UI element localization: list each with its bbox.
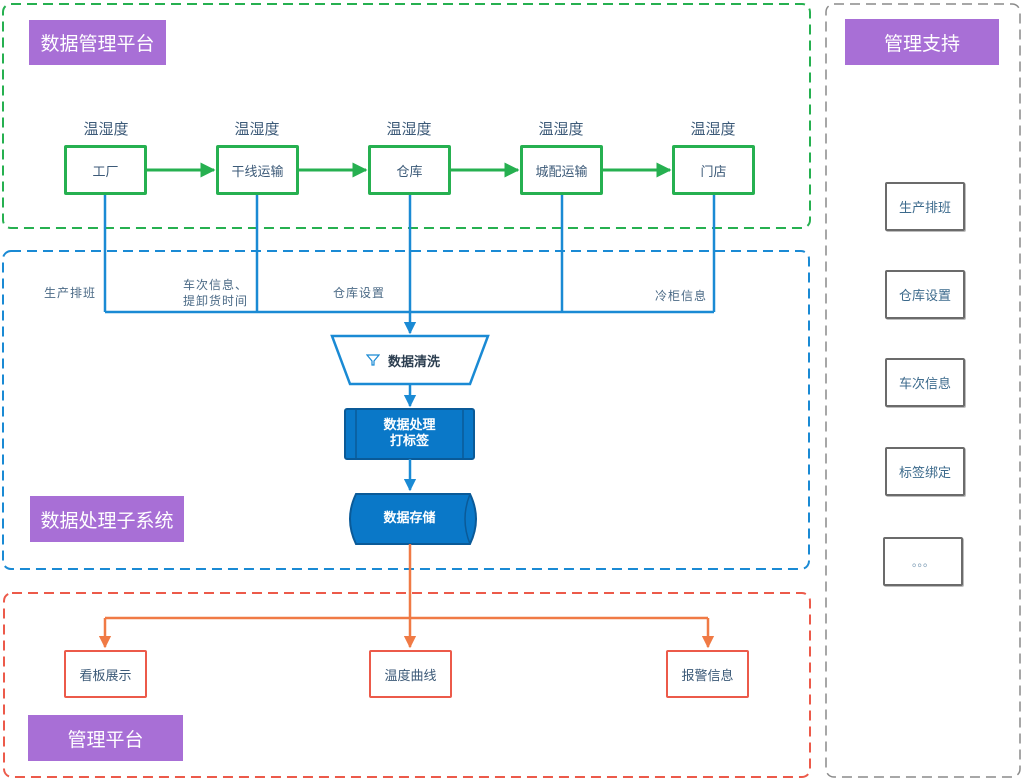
data-storage-label: 数据存储 (383, 511, 436, 526)
support-item-production-schedule-label: 生产排班 (898, 201, 951, 216)
node-warehouse[interactable]: 仓库 (368, 145, 451, 195)
node-store[interactable]: 门店 (672, 145, 755, 195)
management-support-container (825, 3, 1021, 778)
output-alarm-info[interactable]: 报警信息 (666, 650, 749, 698)
support-item-warehouse-settings-label: 仓库设置 (898, 289, 951, 304)
data-processing-subsystem-container (2, 250, 810, 570)
support-item-vehicle-info-label: 车次信息 (898, 377, 951, 392)
link-label-cold-cabinet-info: 冷柜信息 (655, 289, 708, 303)
node-city-delivery[interactable]: 城配运输 (520, 145, 603, 195)
sensor-label-store: 温湿度 (690, 120, 736, 138)
sensor-label-city-delivery: 温湿度 (538, 120, 584, 138)
section-title-data-management-platform: 数据管理平台 (29, 20, 166, 65)
section-title-data-processing-subsystem: 数据处理子系统 (30, 496, 184, 542)
data-cleaning-shape[interactable] (330, 334, 490, 386)
storage-cylinder-edge (464, 493, 471, 545)
output-alarm-info-label: 报警信息 (681, 668, 734, 684)
section-title-management-support: 管理支持 (845, 19, 999, 65)
node-city-delivery-label: 城配运输 (535, 164, 588, 180)
link-label-vehicle-info-line2: 提卸货时间 (183, 294, 249, 308)
support-item-tag-binding-label: 标签绑定 (898, 466, 951, 481)
section-title-management-platform: 管理平台 (28, 715, 183, 761)
support-item-production-schedule[interactable]: 生产排班 (885, 182, 965, 231)
link-label-vehicle-info-line1: 车次信息、 (183, 278, 249, 292)
node-warehouse-label: 仓库 (396, 164, 423, 180)
funnel-icon (365, 352, 381, 366)
sensor-label-factory: 温湿度 (83, 120, 129, 138)
data-cleaning-label: 数据清洗 (388, 355, 441, 370)
support-item-more-label: 。。。 (912, 555, 934, 569)
node-store-label: 门店 (700, 164, 727, 180)
support-item-more[interactable]: 。。。 (883, 537, 963, 586)
sensor-label-trunk-transport: 温湿度 (234, 120, 280, 138)
support-item-vehicle-info[interactable]: 车次信息 (885, 358, 965, 407)
data-labeling-label-line1: 数据处理 (383, 418, 436, 433)
output-temperature-curve[interactable]: 温度曲线 (369, 650, 452, 698)
sensor-label-warehouse: 温湿度 (386, 120, 432, 138)
node-factory[interactable]: 工厂 (64, 145, 147, 195)
support-item-warehouse-settings[interactable]: 仓库设置 (885, 270, 965, 319)
node-trunk-transport-label: 干线运输 (231, 164, 284, 180)
management-platform-container (3, 592, 811, 778)
node-factory-label: 工厂 (92, 164, 119, 180)
support-item-tag-binding[interactable]: 标签绑定 (885, 447, 965, 496)
output-dashboard-label: 看板展示 (79, 668, 132, 684)
node-trunk-transport[interactable]: 干线运输 (216, 145, 299, 195)
output-temperature-curve-label: 温度曲线 (384, 668, 437, 684)
output-dashboard[interactable]: 看板展示 (64, 650, 147, 698)
data-labeling-label-line2: 打标签 (389, 434, 429, 449)
link-label-production-schedule: 生产排班 (44, 286, 97, 300)
link-label-warehouse-settings: 仓库设置 (333, 286, 386, 300)
